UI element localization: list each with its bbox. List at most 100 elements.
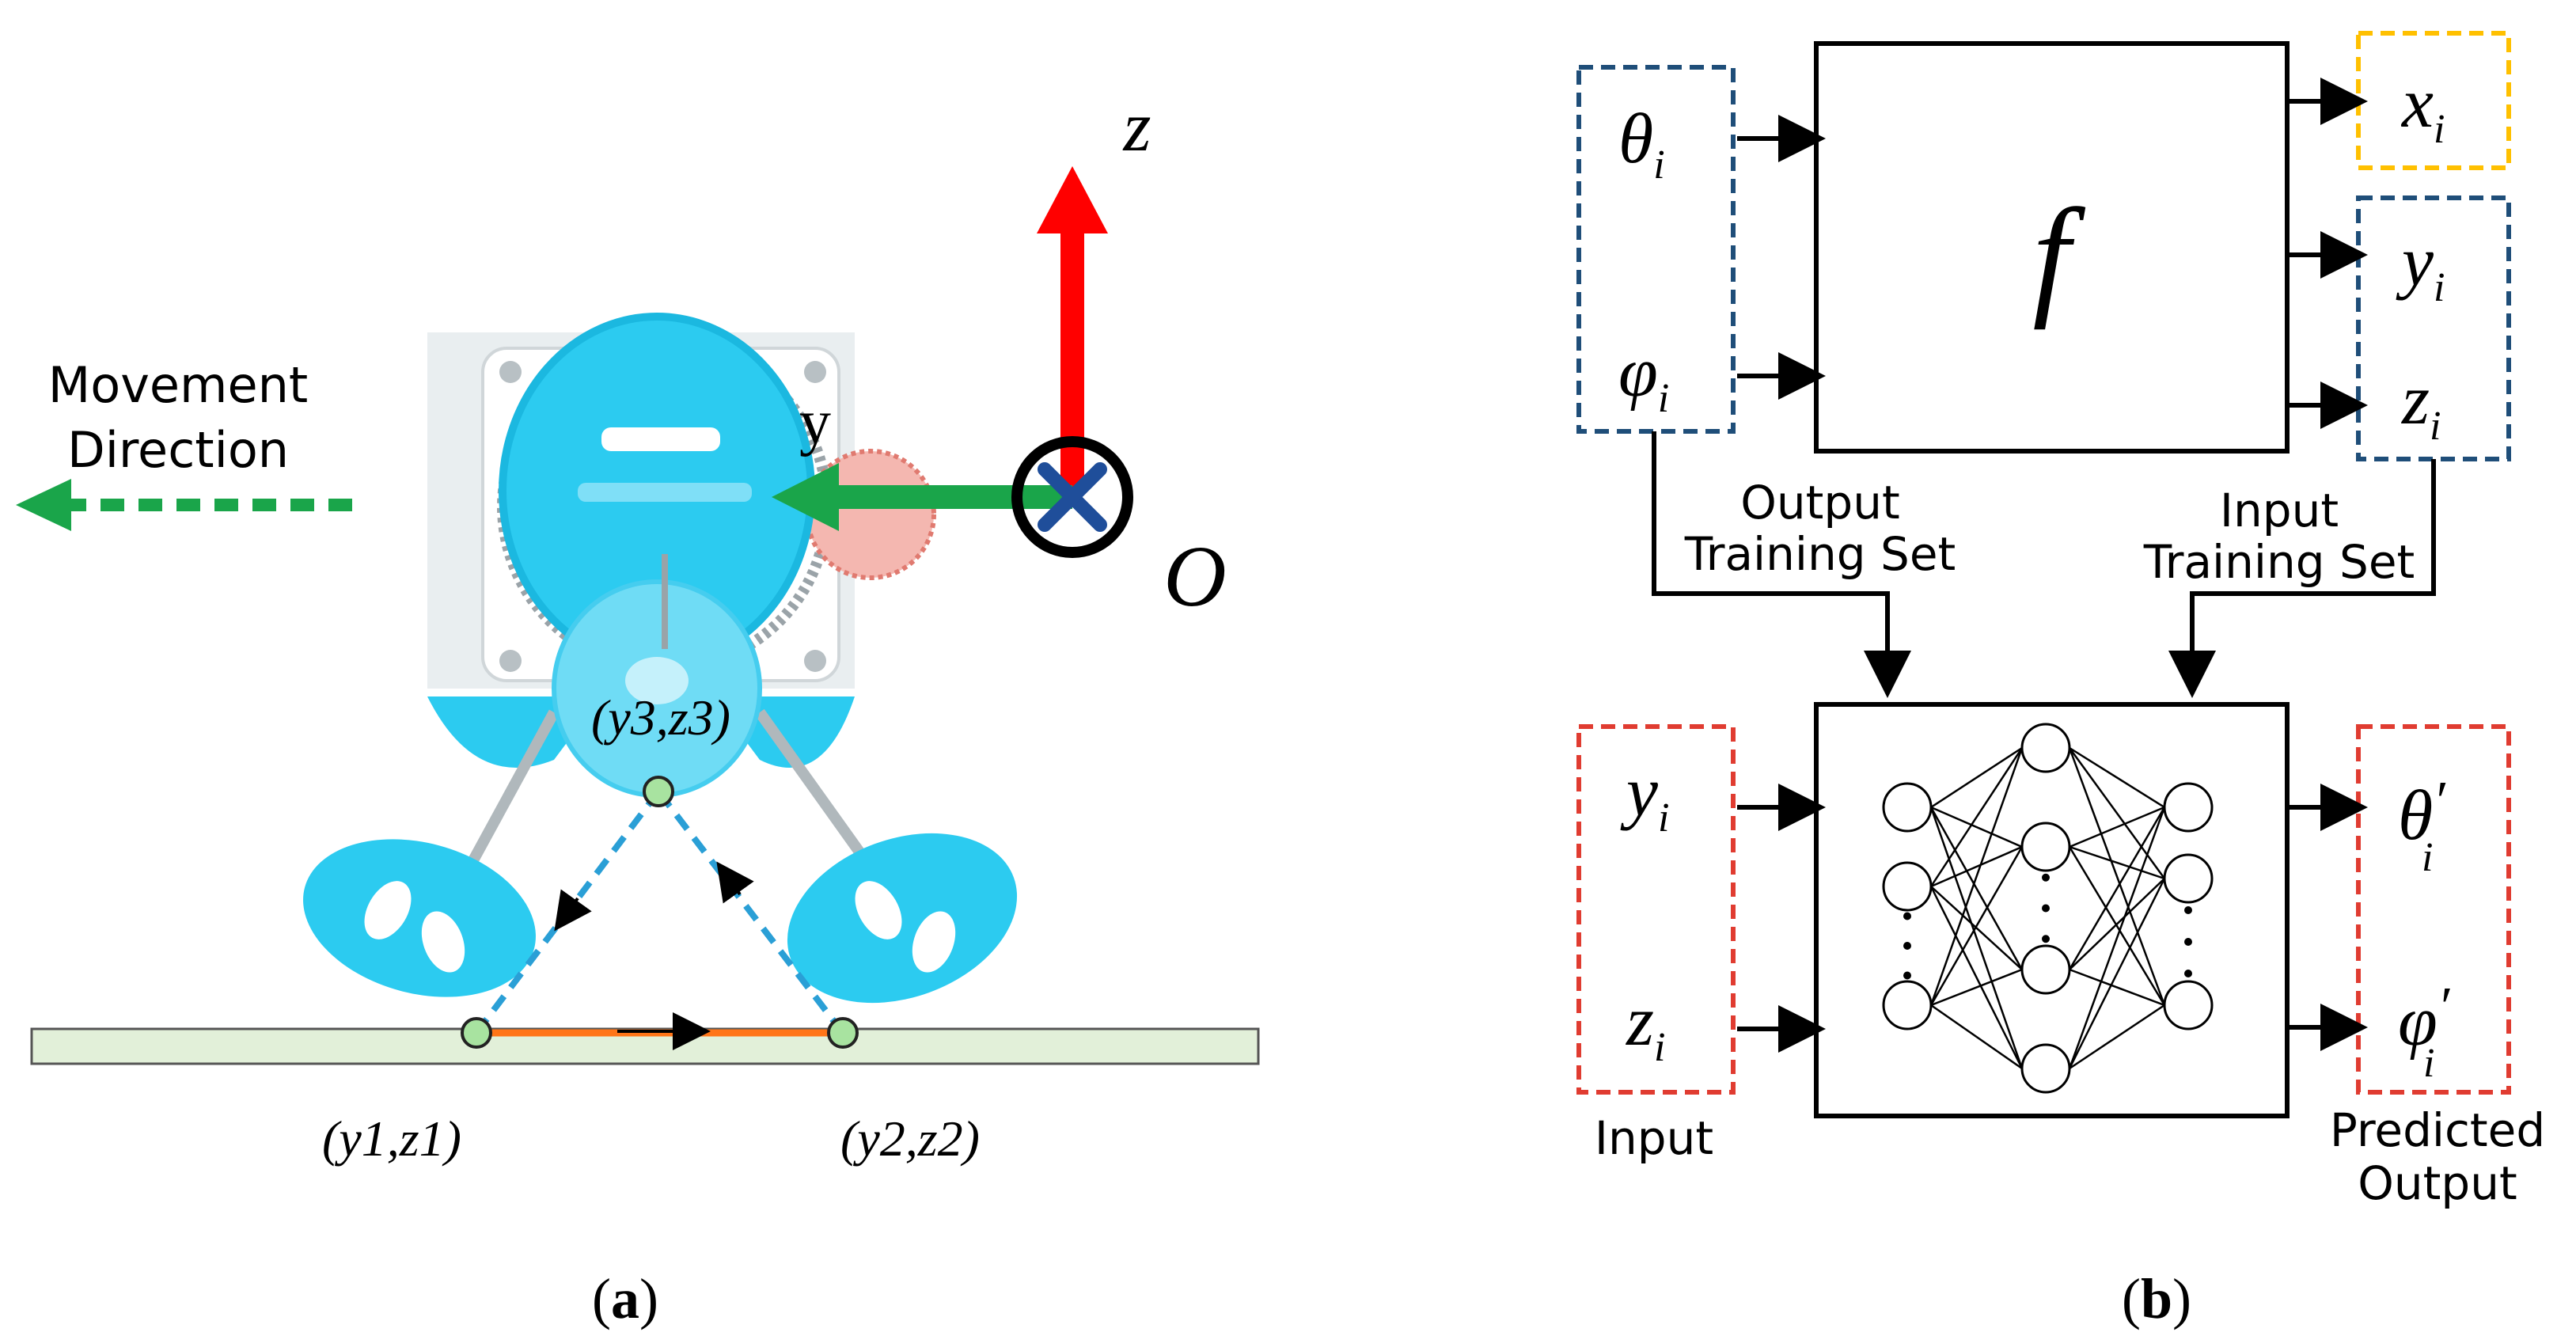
nn-connection xyxy=(2068,807,2166,1069)
point-3-marker xyxy=(643,776,674,807)
nn-node xyxy=(2020,723,2071,773)
nn-connection xyxy=(2068,747,2166,1006)
output-z-label: zi xyxy=(2400,361,2441,449)
nn-connection xyxy=(1930,1004,2023,1070)
leg-rod xyxy=(453,709,560,890)
nn-connection xyxy=(1930,845,2023,888)
nn-connection xyxy=(1929,807,2024,970)
y-axis-arrow-head xyxy=(772,463,839,531)
nn-ellipsis-dot xyxy=(2042,873,2050,882)
left-foot-hole xyxy=(421,911,465,973)
right-foot-hole xyxy=(912,911,956,973)
nn-node xyxy=(1882,782,1933,833)
point-1-marker xyxy=(461,1017,492,1049)
nn-connection xyxy=(1929,886,2024,1069)
bottom-input-z: zi xyxy=(1625,982,1665,1070)
trajectory-arrow xyxy=(554,889,592,932)
bottom-input-y: yi xyxy=(1620,753,1669,841)
origin-label: O xyxy=(1163,528,1226,624)
nn-ellipsis-dot xyxy=(2042,904,2050,913)
predicted-output-label-line2: Output xyxy=(2358,1156,2517,1210)
bottom-input-box xyxy=(1576,724,1736,1095)
input-training-label-line2: Training Set xyxy=(2143,535,2415,589)
nn-ellipsis-dot xyxy=(1903,971,1911,980)
nn-connection xyxy=(2068,807,2166,970)
nn-connection xyxy=(2068,878,2166,1069)
y-axis-label: y xyxy=(799,388,831,457)
nn-node xyxy=(2163,980,2214,1030)
nn-connection xyxy=(1930,806,2023,848)
nn-connection xyxy=(2068,747,2166,879)
nn-ellipsis-dot xyxy=(2184,938,2192,946)
neural-network-graph xyxy=(1882,723,2214,1094)
origin-circle xyxy=(1011,436,1133,558)
movement-label-line1: Movement xyxy=(48,356,308,414)
nn-ellipsis-dot xyxy=(2184,906,2192,914)
robot-bolt xyxy=(804,650,826,672)
top-input-theta: θi xyxy=(1618,100,1665,188)
predicted-output-label-line1: Predicted xyxy=(2330,1103,2545,1157)
predicted-theta: θ′i xyxy=(2398,771,2446,880)
nn-connection xyxy=(1929,747,2024,887)
input-label: Input xyxy=(1595,1111,1713,1165)
z-axis-arrow-head xyxy=(1037,166,1108,233)
predicted-phi: φ′i xyxy=(2398,977,2451,1086)
center-disc-hole xyxy=(625,657,689,704)
nn-connection xyxy=(2069,1004,2165,1070)
robot-bolt xyxy=(499,650,522,672)
nn-connection xyxy=(2069,806,2165,848)
output-training-label-line2: Training Set xyxy=(1684,527,1956,581)
input-training-label-line1: Input xyxy=(2220,484,2339,537)
nn-connection xyxy=(2069,968,2165,1007)
nn-connection xyxy=(1930,746,2023,809)
z-axis-label: z xyxy=(1121,88,1151,166)
left-foot-wheel xyxy=(303,839,536,997)
origin-cross-icon xyxy=(1038,462,1107,532)
point-2-marker xyxy=(827,1017,859,1049)
trajectory-segment-up xyxy=(655,789,846,1035)
nn-connection xyxy=(2069,845,2165,880)
movement-label-line2: Direction xyxy=(67,421,289,479)
trajectory-arrow xyxy=(716,861,754,904)
point-2-label: (y2,z2) xyxy=(840,1110,980,1167)
left-foot-hole xyxy=(364,881,412,939)
nn-connection xyxy=(1929,747,2024,1006)
top-input-box xyxy=(1576,65,1736,434)
wheel-slot xyxy=(578,483,752,502)
nn-node xyxy=(2163,782,2214,833)
panel-a: (y1,z1) (y2,z2) (y3,z3) Movement Directi… xyxy=(16,88,1260,1330)
nn-node xyxy=(2020,822,2071,872)
nn-ellipsis-dot xyxy=(2184,970,2192,977)
point-3-label: (y3,z3) xyxy=(591,689,730,746)
predicted-output-box xyxy=(2356,724,2511,1095)
panel-b: f θi φi xi yi zi Output Training Set xyxy=(1576,31,2545,1330)
output-training-label-line1: Output xyxy=(1740,476,1899,529)
function-box xyxy=(1814,41,2290,454)
output-yz-box xyxy=(2356,195,2511,461)
right-foot-hole xyxy=(855,881,902,939)
nn-connection xyxy=(1930,968,2023,1007)
nn-ellipsis-dot xyxy=(1903,912,1911,920)
point-1-label: (y1,z1) xyxy=(322,1110,461,1167)
nn-node xyxy=(2020,944,2071,995)
nn-ellipsis-dot xyxy=(2042,935,2050,943)
nn-connection xyxy=(2069,878,2165,970)
top-input-phi: φi xyxy=(1618,333,1669,421)
nn-ellipsis-dot xyxy=(1903,942,1911,950)
nn-connection xyxy=(2069,746,2165,809)
caption-b: (b) xyxy=(2122,1267,2191,1330)
nn-node xyxy=(2163,853,2214,904)
output-training-connector xyxy=(1652,431,1911,698)
nn-node xyxy=(1882,980,1933,1030)
nn-connection xyxy=(1929,807,2024,1069)
robot-bolt xyxy=(804,361,826,383)
movement-direction-arrow-head xyxy=(16,479,71,531)
robot-bolt xyxy=(499,361,522,383)
right-foot-wheel xyxy=(787,833,1018,1004)
nn-connection xyxy=(1929,846,2024,1006)
input-training-connector xyxy=(2168,459,2436,698)
output-x-box xyxy=(2356,31,2511,170)
caption-a: (a) xyxy=(592,1267,658,1330)
nn-node xyxy=(2020,1043,2071,1094)
